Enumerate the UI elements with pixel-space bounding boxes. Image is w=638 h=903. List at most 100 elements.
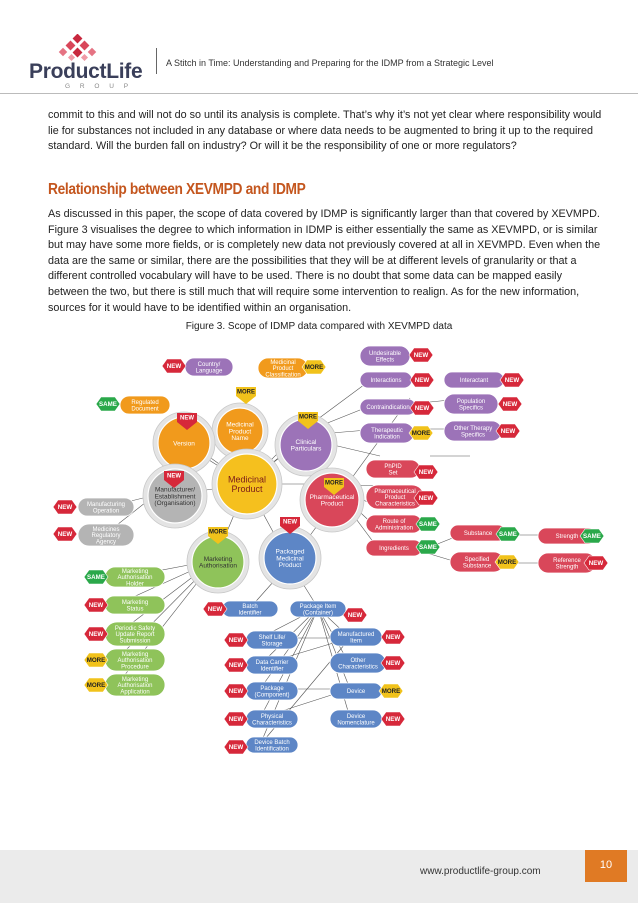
tag-new-label: NEW bbox=[348, 612, 363, 619]
tag-new-label: NEW bbox=[386, 716, 401, 723]
tag-more-label: MORE bbox=[382, 688, 401, 695]
tag-same-badge bbox=[495, 526, 521, 542]
tag-new-label: NEW bbox=[386, 660, 401, 667]
box-label-device: Device bbox=[347, 689, 366, 695]
tag-new-label: NEW bbox=[505, 377, 520, 384]
tag-new-badge bbox=[495, 423, 521, 439]
tag-new-label: NEW bbox=[208, 606, 223, 613]
footer-bar bbox=[0, 850, 638, 903]
tag-more-label: MORE bbox=[412, 430, 431, 437]
tag-new-badge bbox=[409, 400, 435, 416]
paragraph-continued: commit to this and will not do so until … bbox=[48, 109, 602, 153]
box-label-country: Country/Language bbox=[196, 362, 223, 374]
box-regulated bbox=[119, 395, 171, 415]
tag-same-label: SAME bbox=[419, 544, 437, 551]
box-label-package_item: Package Item(Container) bbox=[300, 604, 337, 616]
tag-new-badge bbox=[223, 711, 249, 727]
tag-new-badge bbox=[409, 372, 435, 388]
tag-new-label: NEW bbox=[589, 560, 604, 567]
tag-more-badge bbox=[408, 425, 434, 441]
circle-pharmaceutical bbox=[304, 472, 360, 528]
tag-new-badge bbox=[223, 739, 249, 755]
circle-label-version: Version bbox=[173, 440, 195, 447]
circle-manufacturer bbox=[147, 468, 203, 524]
pin-new-badge bbox=[164, 471, 184, 488]
tag-more-badge bbox=[83, 652, 109, 668]
logo-subtext: G R O U P bbox=[65, 83, 133, 90]
tag-same-label: SAME bbox=[99, 401, 117, 408]
paragraph-relationship: As discussed in this paper, the scope of… bbox=[48, 208, 601, 314]
tag-new-badge bbox=[223, 657, 249, 673]
tag-new-label: NEW bbox=[167, 363, 182, 370]
pin-more-badge bbox=[324, 478, 344, 495]
pin-more-label: MORE bbox=[209, 530, 227, 536]
tag-new-badge bbox=[380, 655, 406, 671]
tag-new-badge bbox=[408, 347, 434, 363]
pin-new-badge bbox=[177, 413, 197, 430]
tag-new-label: NEW bbox=[229, 688, 244, 695]
tag-new-label: NEW bbox=[414, 352, 429, 359]
tag-more-label: MORE bbox=[305, 364, 324, 371]
tag-more-label: MORE bbox=[87, 657, 106, 664]
tag-more-badge bbox=[83, 677, 109, 693]
tag-same-badge bbox=[95, 396, 121, 412]
tag-new-badge bbox=[342, 607, 368, 623]
tag-same-badge bbox=[579, 528, 605, 544]
box-label-ingredients: Ingredients bbox=[379, 546, 409, 552]
tag-new-label: NEW bbox=[419, 469, 434, 476]
pin-new-label: NEW bbox=[167, 474, 181, 480]
tag-same-label: SAME bbox=[499, 531, 517, 538]
tag-new-label: NEW bbox=[58, 504, 73, 511]
header-divider bbox=[156, 48, 157, 74]
tag-same-label: SAME bbox=[583, 533, 601, 540]
logo-text: ProductLife bbox=[29, 60, 143, 83]
box-mfg_operation bbox=[77, 497, 135, 517]
tag-new-badge bbox=[380, 711, 406, 727]
tag-more-badge bbox=[494, 554, 520, 570]
header-rule bbox=[0, 93, 638, 94]
tag-new-label: NEW bbox=[58, 531, 73, 538]
tag-new-badge bbox=[499, 372, 525, 388]
tag-same-label: SAME bbox=[419, 521, 437, 528]
tag-new-label: NEW bbox=[501, 428, 516, 435]
tag-new-badge bbox=[223, 683, 249, 699]
pin-more-badge bbox=[298, 412, 318, 429]
tag-new-label: NEW bbox=[503, 401, 518, 408]
tag-new-label: NEW bbox=[89, 602, 104, 609]
tag-new-badge bbox=[413, 490, 439, 506]
footer-url[interactable]: www.productlife-group.com bbox=[420, 866, 541, 877]
tag-new-badge bbox=[583, 555, 609, 571]
tag-new-label: NEW bbox=[229, 716, 244, 723]
box-label-contraindication: Contraindication bbox=[366, 405, 409, 411]
tag-new-label: NEW bbox=[415, 405, 430, 412]
tag-same-label: SAME bbox=[87, 574, 105, 581]
tag-more-badge bbox=[378, 683, 404, 699]
tag-new-label: NEW bbox=[229, 637, 244, 644]
pin-new-label: NEW bbox=[180, 416, 194, 422]
tag-same-badge bbox=[415, 516, 441, 532]
page-header: ProductLife G R O U P A Stitch in Time: … bbox=[0, 0, 638, 94]
box-label-strength: Strength bbox=[556, 534, 579, 540]
tag-same-badge bbox=[83, 569, 109, 585]
tag-new-badge bbox=[413, 464, 439, 480]
box-medicines_reg bbox=[77, 523, 135, 547]
tag-new-label: NEW bbox=[229, 662, 244, 669]
